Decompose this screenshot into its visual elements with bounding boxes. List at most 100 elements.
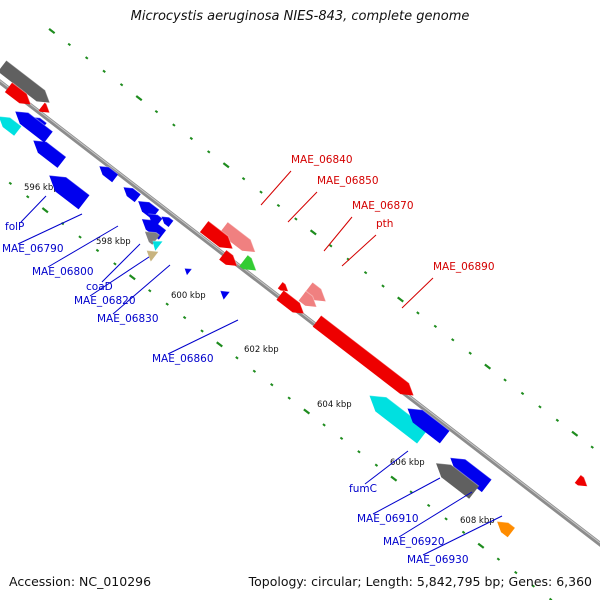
gene-arrow-unlabeled-10 (276, 290, 305, 314)
gene-arrow-15-highlight (497, 521, 516, 529)
gene-leader-6 (260, 170, 292, 206)
gene-leader-8 (167, 319, 239, 355)
scale-tick-row1-8 (95, 248, 100, 253)
gene-arrow-unlabeled-7 (199, 220, 234, 249)
scale-tick-row1-20 (303, 408, 311, 415)
gene-leader-1 (17, 213, 83, 245)
scale-tick-row1-4 (26, 195, 30, 199)
gene-arrow-13-highlight (450, 457, 492, 480)
gene-leader-13 (372, 477, 441, 515)
gene-arrow-15-body (497, 521, 515, 538)
gene-arrow-6-highlight (227, 221, 256, 253)
gene-arrow-unlabeled-1-body (4, 82, 31, 105)
scale-tick-row0-3 (102, 69, 106, 73)
scale-tick-row1-22 (339, 436, 344, 441)
scale-tick-row1-15 (216, 341, 223, 348)
scale-label-5: 606 kbp (390, 458, 425, 468)
gene-arrow-unlabeled-7-highlight (208, 220, 234, 249)
gene-arrow-unlabeled-1-highlight (11, 82, 32, 105)
scale-tick-row0-19 (381, 284, 385, 288)
scale-tick-row1-33 (531, 584, 535, 588)
gene-arrow-unlabeled-2-highlight (44, 102, 51, 113)
gene-arrow-5-highlight (146, 249, 159, 253)
gene-arrow-14-highlight (435, 462, 480, 487)
gene-arrow-6-body (219, 222, 256, 253)
scale-tick-row1-31 (496, 557, 501, 561)
gene-arrow-unlabeled-11-body (123, 187, 141, 203)
gene-arrow-14 (435, 462, 480, 499)
scale-tick-row0-12 (259, 190, 263, 194)
gene-arrow-1-highlight (49, 174, 90, 196)
gene-arrow-5 (146, 249, 159, 262)
gene-arrow-unlabeled-9 (277, 281, 289, 292)
gene-leader-15 (422, 515, 503, 556)
scale-tick-row1-27 (426, 503, 431, 508)
genome-title: Microcystis aeruginosa NIES-843, complet… (130, 9, 470, 24)
gene-arrow-10-body (298, 291, 317, 307)
scale-tick-row1-32 (514, 570, 518, 575)
gene-arrow-unlabeled-5-highlight (15, 110, 54, 132)
gene-arrow-4-body (152, 241, 163, 251)
scale-tick-row0-24 (468, 351, 472, 355)
gene-arrow-unlabeled-0-body (0, 60, 50, 103)
scale-label-0: 596 kbp (24, 183, 59, 193)
gene-arrow-unlabeled-17 (574, 474, 588, 487)
scale-tick-row1-24 (374, 463, 379, 467)
gene-label-8: MAE_06860 (152, 353, 214, 365)
gene-arrow-0 (33, 139, 67, 168)
scale-tick-row1-29 (461, 530, 466, 534)
gene-arrow-unlabeled-11 (123, 186, 142, 203)
scale-tick-row0-6 (154, 109, 159, 114)
scale-tick-row1-18 (270, 383, 274, 387)
gene-arrow-unlabeled-3 (0, 116, 22, 136)
gene-leader-10 (341, 234, 377, 267)
scale-tick-row1-21 (322, 423, 326, 427)
gene-label-7: MAE_06850 (317, 175, 379, 187)
gene-arrow-10-highlight (305, 290, 318, 308)
gene-arrow-6 (219, 221, 256, 253)
scale-tick-row1-14 (200, 329, 204, 333)
scale-tick-row0-8 (189, 136, 194, 141)
gene-leader-7 (287, 191, 318, 223)
gene-arrow-0-highlight (33, 139, 67, 158)
scale-tick-row1-25 (390, 475, 398, 482)
gene-arrow-11-body (312, 315, 414, 396)
gene-label-13: MAE_06910 (357, 513, 419, 525)
gene-label-3: coaD (86, 281, 113, 293)
gene-leader-9 (323, 216, 353, 252)
gene-leader-14 (398, 491, 473, 538)
scale-tick-row0-25 (484, 363, 492, 370)
gene-arrow-8-body (220, 290, 230, 300)
gene-arrow-3-body (144, 231, 160, 245)
scale-tick-row1-17 (252, 369, 257, 373)
scale-tick-row0-30 (571, 430, 579, 437)
gene-arrow-3-highlight (144, 230, 160, 236)
gene-arrow-13-body (450, 457, 492, 493)
scale-tick-row1-13 (182, 315, 187, 320)
gene-arrow-unlabeled-14-body (161, 216, 174, 227)
gene-label-0: folP (5, 221, 24, 233)
gene-arrow-11-highlight (320, 315, 415, 396)
gene-arrow-unlabeled-7-body (199, 221, 233, 249)
scale-tick-row0-5 (135, 95, 143, 102)
gene-arrow-unlabeled-10-highlight (283, 290, 305, 314)
gene-arrow-unlabeled-0 (0, 60, 51, 103)
gene-arrow-1-body (49, 175, 90, 210)
scale-tick-row0-10 (222, 162, 230, 169)
scale-label-3: 602 kbp (244, 345, 279, 355)
gene-arrow-unlabeled-13-body (148, 213, 163, 227)
gene-arrow-unlabeled-8 (219, 249, 238, 266)
scale-tick-row0-16 (329, 244, 333, 248)
gene-arrow-unlabeled-15-body (184, 268, 192, 276)
gene-arrow-8-highlight (220, 290, 230, 293)
gene-arrow-unlabeled-15 (184, 267, 192, 276)
gene-label-5: MAE_06830 (97, 313, 159, 325)
accession-text: Accession: NC_010296 (9, 574, 152, 589)
gene-label-6: MAE_06840 (291, 154, 353, 166)
gene-arrow-9-highlight (312, 281, 327, 302)
gene-arrow-unlabeled-5-body (15, 111, 53, 143)
gene-leader-3 (101, 243, 141, 283)
scale-tick-row0-1 (67, 42, 72, 47)
gene-arrow-unlabeled-5 (15, 110, 54, 143)
